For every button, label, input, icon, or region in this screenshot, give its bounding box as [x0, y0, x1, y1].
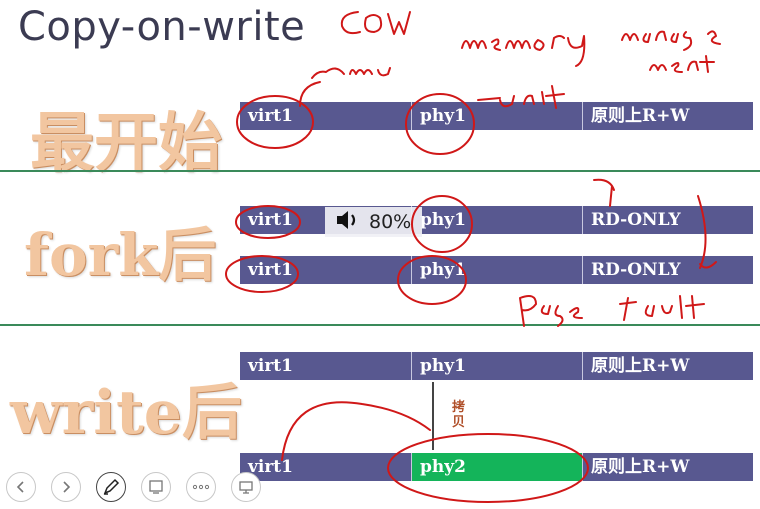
screen-icon: [239, 481, 253, 494]
volume-level: 80%: [369, 211, 412, 233]
more-options-button[interactable]: [186, 472, 216, 502]
presentation-controls: [6, 472, 261, 502]
permission-cell: 原则上R+W: [582, 102, 753, 130]
chevron-left-icon: [16, 481, 24, 493]
virtual-page-cell: virt1: [248, 106, 293, 126]
section-divider: [0, 324, 760, 326]
ellipsis-icon: [192, 484, 210, 490]
pen-tool-button[interactable]: [96, 472, 126, 502]
section-divider: [0, 170, 760, 172]
permission-cell: 原则上R+W: [582, 453, 753, 481]
chevron-right-icon: [63, 481, 71, 493]
permission-cell: RD-ONLY: [582, 256, 753, 284]
copy-label: 拷贝: [452, 400, 466, 430]
virtual-page-cell: virt1: [248, 210, 293, 230]
slides-icon: [149, 480, 163, 494]
mapping-row-write-child: virt1 phy2 原则上R+W: [240, 453, 753, 481]
copy-arrow: [432, 382, 434, 450]
physical-page-cell-new: phy2: [411, 453, 582, 481]
permission-cell: RD-ONLY: [582, 206, 753, 234]
screen-options-button[interactable]: [231, 472, 261, 502]
physical-page-cell: phy1: [411, 256, 582, 284]
permission-cell: 原则上R+W: [582, 352, 753, 380]
mapping-row-initial: virt1 phy1 原则上R+W: [240, 102, 753, 130]
mapping-row-write-parent: virt1 phy1 原则上R+W: [240, 352, 753, 380]
slide-navigator-button[interactable]: [141, 472, 171, 502]
physical-page-cell: phy1: [411, 102, 582, 130]
volume-overlay: 80%: [325, 207, 422, 237]
virtual-page-cell: virt1: [248, 260, 293, 280]
mapping-row-fork-child: virt1 phy1 RD-ONLY: [240, 256, 753, 284]
virtual-page-cell: virt1: [248, 457, 293, 477]
previous-slide-button[interactable]: [6, 472, 36, 502]
slide-title: Copy-on-write: [18, 4, 306, 50]
pen-icon: [103, 478, 120, 495]
virtual-page-cell: virt1: [248, 356, 293, 376]
speaker-icon: [335, 209, 361, 235]
section-label-after-write: write后: [10, 378, 242, 448]
physical-page-cell: phy1: [411, 352, 582, 380]
section-label-initial: 最开始: [30, 106, 222, 181]
section-label-after-fork: fork后: [24, 221, 217, 289]
next-slide-button[interactable]: [51, 472, 81, 502]
